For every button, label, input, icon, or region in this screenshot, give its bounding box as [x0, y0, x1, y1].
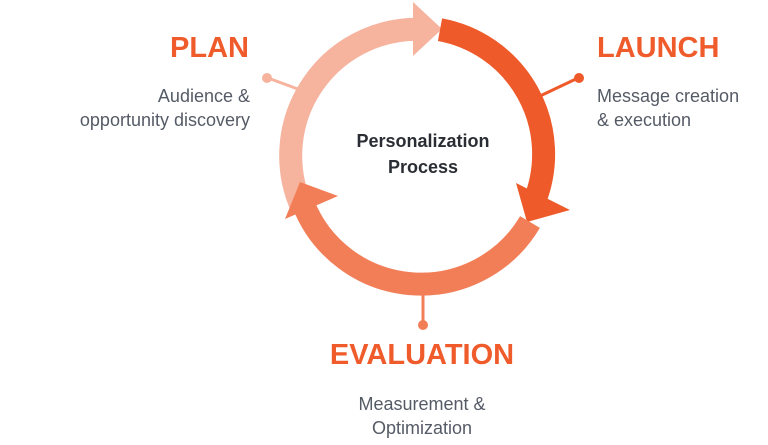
plan-description-line1: Audience &: [157, 86, 250, 106]
launch-connector-dot-icon: [574, 73, 584, 83]
plan-connector-dot-icon: [262, 73, 272, 83]
launch-segment: [437, 18, 584, 222]
center-label-line1: Personalization: [356, 131, 490, 151]
launch-description-line2: & execution: [597, 110, 692, 130]
plan-arrowhead-icon: [413, 2, 442, 56]
plan-description-line2: opportunity discovery: [79, 110, 250, 130]
plan-description: Audience & opportunity discovery: [80, 84, 250, 132]
evaluation-arrowhead-icon: [285, 182, 338, 219]
launch-title: LAUNCH: [597, 32, 720, 64]
launch-description-line1: Message creation: [597, 86, 740, 106]
center-label-line2: Process: [387, 157, 459, 177]
plan-title: PLAN: [170, 32, 249, 64]
evaluation-description-line1: Measurement &: [358, 394, 486, 414]
evaluation-connector-dot-icon: [418, 320, 428, 330]
plan-segment: [262, 2, 442, 213]
launch-description: Message creation & execution: [597, 84, 739, 132]
evaluation-description: Measurement & Optimization: [272, 392, 572, 440]
launch-arrowhead-icon: [516, 183, 570, 222]
evaluation-description-line2: Optimization: [371, 418, 473, 438]
center-label: Personalization Process: [323, 128, 523, 180]
evaluation-title: EVALUATION: [329, 339, 515, 371]
evaluation-segment: [285, 182, 540, 330]
